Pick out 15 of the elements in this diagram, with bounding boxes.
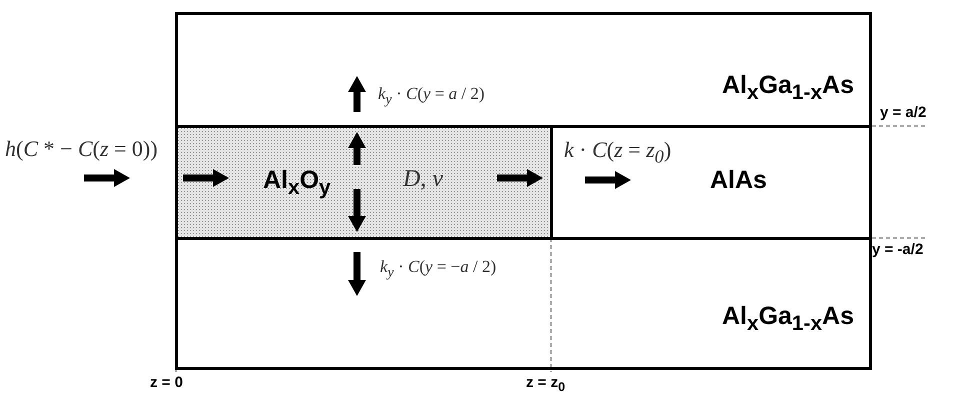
material-label: Al$_{x}$O$_{y}$: [263, 166, 331, 200]
coordinate-label: y = a/2: [880, 104, 926, 121]
layer-region: [175, 237, 872, 370]
flux-label: k$_{y}$ · C(y = −a / 2): [380, 257, 496, 282]
material-label: Al$_{x}$Ga$_{1-x}$As: [722, 71, 854, 105]
coordinate-label: z = 0: [150, 374, 183, 391]
material-label: Al$_{x}$Ga$_{1-x}$As: [722, 302, 854, 336]
coordinate-label: y = -a/2: [872, 241, 924, 258]
layer-region: [175, 125, 553, 240]
parameter-label: D, v: [403, 166, 443, 193]
material-label: AlAs: [710, 166, 767, 195]
flux-label: k · C(z = z$_{0}$): [564, 137, 672, 168]
flux-label: k$_{y}$ · C(y = a / 2): [378, 84, 485, 108]
coordinate-label: z = z$_{0}$: [526, 374, 566, 394]
flux-label: h(C * − C(z = 0)): [5, 136, 158, 162]
